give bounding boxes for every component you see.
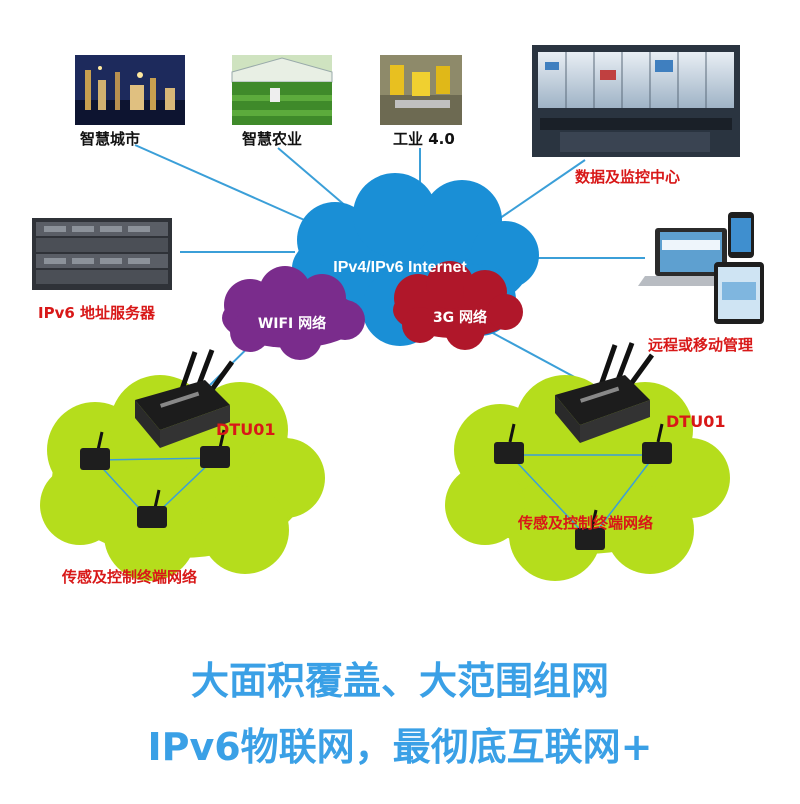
server-rack — [32, 218, 172, 290]
smart-agri-photo — [231, 55, 333, 125]
sensor-node — [494, 423, 524, 464]
wifi-cloud-label: WIFI 网络 — [258, 315, 326, 332]
right-cluster-caption: 传感及控制终端网络 — [518, 514, 654, 532]
smart-city-photo — [75, 55, 185, 125]
right-mesh-lines — [509, 454, 656, 541]
sensor-node — [575, 509, 605, 550]
server-label: IPv6 地址服务器 — [38, 304, 156, 322]
remote-management-label: 远程或移动管理 — [648, 336, 754, 354]
right-dtu-label: DTU01 — [666, 412, 726, 431]
sensor-node — [80, 431, 110, 470]
headline-line-1: 大面积覆盖、大范围组网 — [190, 659, 609, 703]
sensor-node — [137, 489, 167, 528]
sensor-node — [642, 423, 672, 464]
link-data-center — [489, 159, 586, 226]
industry-label: 工业 4.0 — [393, 130, 455, 148]
internet-cloud-label: IPv4/IPv6 Internet — [333, 259, 467, 276]
smart-agri-label: 智慧农业 — [242, 130, 303, 148]
right-sensor-nodes — [494, 423, 672, 550]
left-sensor-nodes — [80, 429, 230, 528]
g3-cloud — [393, 261, 523, 350]
headline-line-2: IPv6物联网，最彻底互联网+ — [147, 725, 653, 769]
left-dtu-label: DTU01 — [216, 420, 276, 439]
sensor-node — [200, 429, 230, 468]
industry-photo — [380, 55, 462, 125]
data-center-label: 数据及监控中心 — [575, 168, 681, 186]
data-center-photo — [532, 45, 740, 157]
right-dtu-device — [555, 342, 655, 443]
g3-cloud-label: 3G 网络 — [433, 309, 487, 326]
remote-devices — [638, 212, 764, 324]
left-dtu-device — [135, 349, 235, 448]
smart-city-label: 智慧城市 — [80, 130, 141, 148]
left-cluster-caption: 传感及控制终端网络 — [62, 568, 198, 586]
wifi-cloud — [222, 266, 365, 360]
